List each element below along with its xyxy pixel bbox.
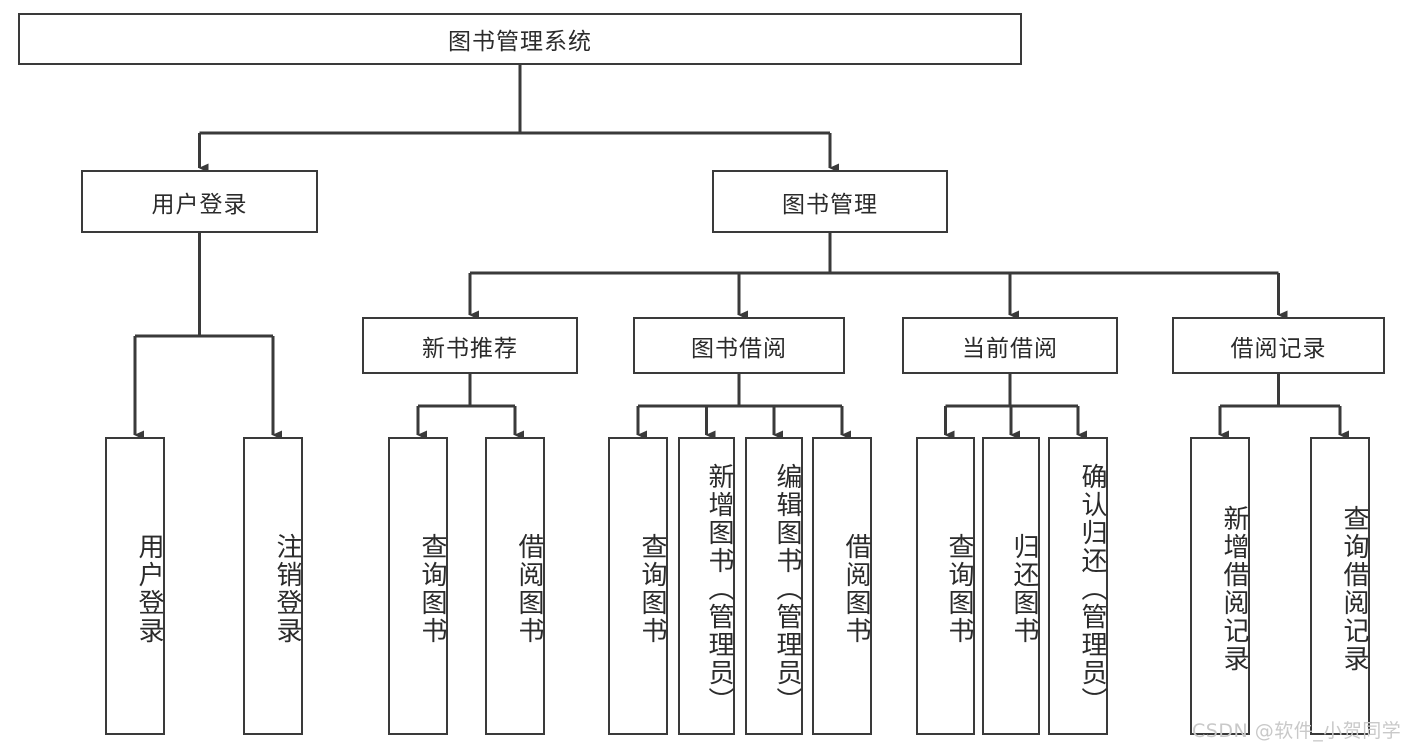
node-level3-0[interactable]: 新书推荐: [362, 317, 578, 374]
node-root-label: 图书管理系统: [448, 29, 592, 55]
node-leaf-7-label: 借阅图书: [841, 533, 871, 645]
node-leaf-3-label: 借阅图书: [514, 533, 544, 645]
node-level3-2[interactable]: 当前借阅: [902, 317, 1118, 374]
node-level3-1[interactable]: 图书借阅: [633, 317, 845, 374]
node-level2-1-label: 图书管理: [782, 191, 878, 218]
node-leaf-9[interactable]: 归还图书: [982, 437, 1040, 735]
node-leaf-1[interactable]: 注销登录: [243, 437, 303, 735]
node-leaf-0[interactable]: 用户登录: [105, 437, 165, 735]
node-leaf-0-label: 用户登录: [134, 533, 164, 645]
node-leaf-7[interactable]: 借阅图书: [812, 437, 872, 735]
node-leaf-6-label: 编辑图书（管理员）: [772, 463, 802, 715]
node-leaf-2[interactable]: 查询图书: [388, 437, 448, 735]
node-leaf-5-label: 新增图书（管理员）: [704, 463, 734, 715]
watermark: CSDN @软件_小贺同学: [1192, 720, 1402, 742]
node-leaf-12-label: 查询借阅记录: [1339, 505, 1369, 673]
node-leaf-6[interactable]: 编辑图书（管理员）: [745, 437, 803, 735]
node-leaf-3[interactable]: 借阅图书: [485, 437, 545, 735]
node-leaf-8[interactable]: 查询图书: [916, 437, 975, 735]
node-level2-0[interactable]: 用户登录: [81, 170, 318, 233]
node-leaf-5[interactable]: 新增图书（管理员）: [678, 437, 735, 735]
node-leaf-12[interactable]: 查询借阅记录: [1310, 437, 1370, 735]
node-leaf-10-label: 确认归还（管理员）: [1077, 463, 1107, 715]
node-level3-2-label: 当前借阅: [962, 335, 1058, 362]
node-leaf-11-label: 新增借阅记录: [1219, 505, 1249, 673]
node-leaf-9-label: 归还图书: [1009, 533, 1039, 645]
node-level3-1-label: 图书借阅: [691, 335, 787, 362]
node-level3-0-label: 新书推荐: [422, 335, 518, 362]
node-root[interactable]: 图书管理系统: [18, 13, 1022, 65]
node-leaf-4-label: 查询图书: [637, 533, 667, 645]
node-leaf-8-label: 查询图书: [944, 533, 974, 645]
node-leaf-2-label: 查询图书: [417, 533, 447, 645]
node-level2-1[interactable]: 图书管理: [712, 170, 948, 233]
node-leaf-10[interactable]: 确认归还（管理员）: [1048, 437, 1108, 735]
node-level2-0-label: 用户登录: [151, 191, 248, 218]
node-level3-3[interactable]: 借阅记录: [1172, 317, 1385, 374]
node-leaf-1-label: 注销登录: [272, 533, 302, 645]
node-leaf-11[interactable]: 新增借阅记录: [1190, 437, 1250, 735]
node-level3-3-label: 借阅记录: [1230, 335, 1327, 362]
node-leaf-4[interactable]: 查询图书: [608, 437, 668, 735]
